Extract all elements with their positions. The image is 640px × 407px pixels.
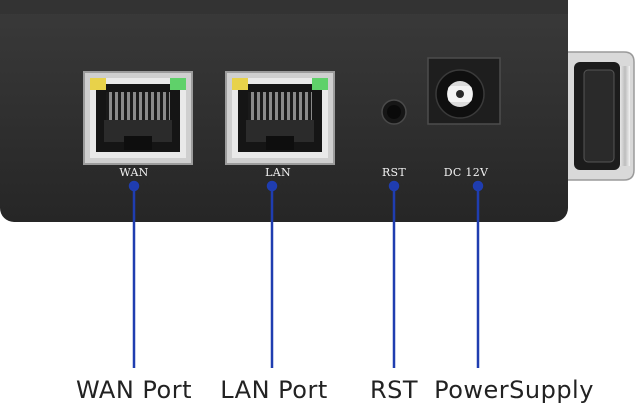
wan-rj45-port	[83, 71, 193, 165]
rst-callout: RST	[369, 376, 419, 404]
power-supply-callout: PowerSupply	[434, 376, 594, 404]
reset-button-hole	[381, 99, 407, 125]
lan-silkscreen-label: LAN	[265, 166, 291, 179]
wan-port-callout: WAN Port	[76, 376, 192, 404]
lan-port-callout: LAN Port	[220, 376, 328, 404]
leader-lines	[128, 180, 484, 368]
dc-silkscreen-label: DC 12V	[443, 166, 489, 179]
rst-silkscreen-label: RST	[381, 166, 407, 179]
lan-rj45-port	[225, 71, 335, 165]
wan-led-green	[170, 78, 186, 90]
lan-led-yellow	[232, 78, 248, 90]
dc-power-jack	[427, 57, 501, 125]
lan-led-green	[312, 78, 328, 90]
wan-led-yellow	[90, 78, 106, 90]
side-clip	[559, 51, 635, 181]
wan-silkscreen-label: WAN	[119, 166, 149, 179]
